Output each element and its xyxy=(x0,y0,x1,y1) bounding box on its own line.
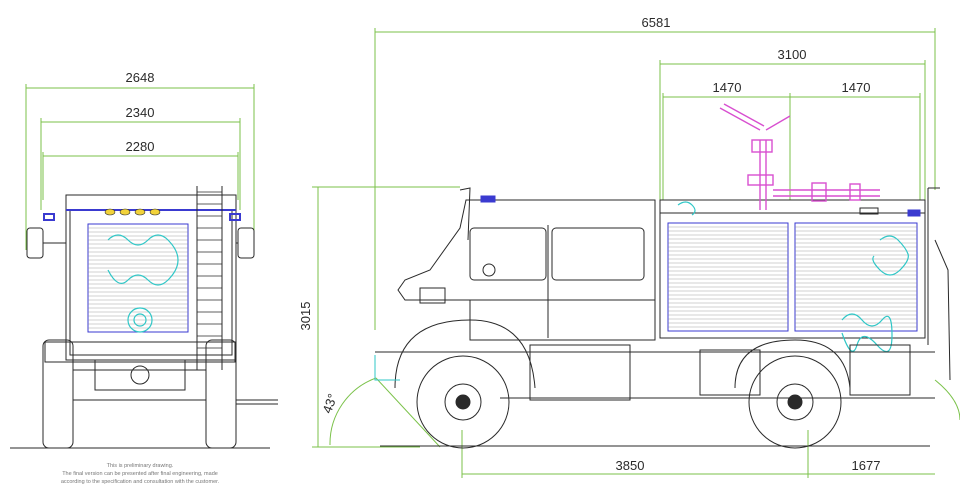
front-right-mirror xyxy=(237,227,255,259)
cab-outline xyxy=(397,199,656,341)
beacon-cab xyxy=(480,195,496,203)
beacon-body xyxy=(907,209,921,217)
dim-front-overall-width: 2648 xyxy=(126,70,155,85)
dim-front-mirror-width: 2340 xyxy=(126,105,155,120)
bull-bar xyxy=(374,355,400,381)
grille xyxy=(419,287,446,304)
drawing-note-line2: The final version can be presented after… xyxy=(62,471,218,477)
left-shutter xyxy=(667,222,789,332)
drawing-note-line1: This is preliminary drawing. xyxy=(107,463,174,469)
front-ladder xyxy=(196,186,223,370)
front-ladder-rungs xyxy=(197,191,222,361)
side-view: 6581 3100 1470 1470 3015 43° 3850 1677 xyxy=(298,15,960,478)
dim-side-approach-angle: 43° xyxy=(319,392,340,416)
hose-coil-rear xyxy=(677,201,909,353)
side-shutter-slats xyxy=(668,226,917,328)
front-right-tyre xyxy=(205,339,237,449)
front-hose-reel xyxy=(107,234,179,333)
front-left-mirror xyxy=(26,227,44,259)
right-shutter xyxy=(794,222,918,332)
rear-fender xyxy=(734,339,851,389)
dim-side-overall-length: 6581 xyxy=(642,15,671,30)
body-box xyxy=(659,212,926,339)
front-warning-lights xyxy=(104,208,161,216)
dim-side-wheelbase: 3850 xyxy=(616,458,645,473)
rear-wheel xyxy=(748,355,842,449)
front-body xyxy=(65,194,237,361)
roof-rail xyxy=(659,199,926,214)
cab-window-front xyxy=(469,227,547,281)
dim-front-body-width: 2280 xyxy=(126,139,155,154)
front-left-tyre xyxy=(42,339,74,449)
mirror xyxy=(482,263,496,277)
dim-side-left-monitor: 1470 xyxy=(713,80,742,95)
water-monitor xyxy=(719,103,880,210)
dim-side-height: 3015 xyxy=(298,302,313,331)
dim-side-rear-overhang: 1677 xyxy=(852,458,881,473)
drawing-note-line3: according to the specification and consu… xyxy=(61,479,220,485)
front-view: 2648 2340 2280 xyxy=(10,70,278,449)
front-shutter-slats xyxy=(88,227,188,329)
rear-ladder xyxy=(927,187,951,381)
front-wheel xyxy=(416,355,510,449)
cab-window-rear xyxy=(551,227,645,281)
front-dimension-lines xyxy=(25,84,255,250)
side-dimension-lines xyxy=(312,28,960,478)
dim-side-body-length: 3100 xyxy=(778,47,807,62)
dim-side-right-monitor: 1470 xyxy=(842,80,871,95)
front-fender xyxy=(394,319,536,389)
